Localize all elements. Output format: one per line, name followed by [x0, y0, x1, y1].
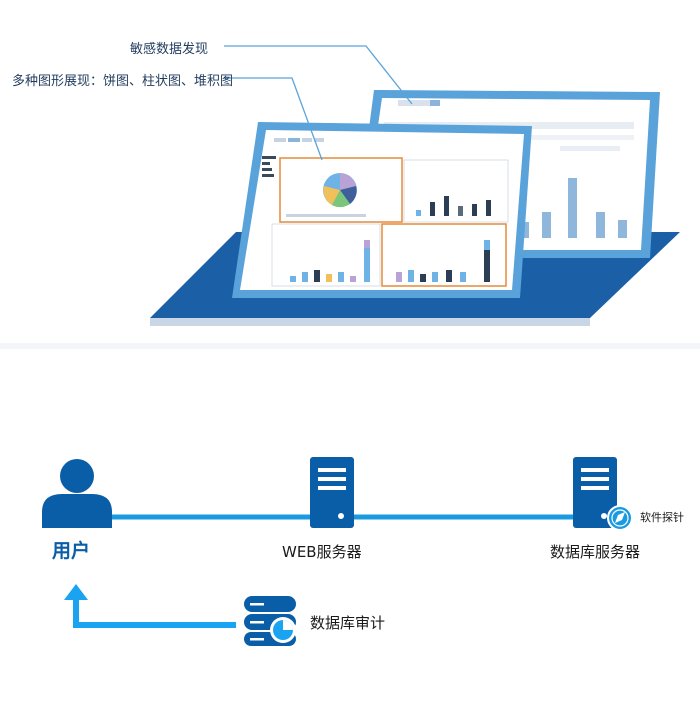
stacked-chart-mini-1	[290, 240, 370, 282]
user-label: 用户	[52, 540, 91, 562]
callout-line-sensitive	[224, 45, 413, 105]
base-platform-edge	[150, 318, 590, 326]
audit-arrow-head	[64, 584, 88, 600]
architecture-diagram-svg	[42, 457, 633, 646]
db-server-icon	[573, 457, 617, 528]
web-server-icon	[310, 457, 354, 528]
audit-label: 数据库审计	[310, 614, 386, 632]
dashboard-illustration	[0, 0, 700, 340]
section-divider	[0, 343, 700, 349]
front-monitor	[232, 122, 532, 298]
pie-chart-mini	[286, 173, 366, 217]
callout-charts-label: 多种图形展现：饼图、柱状图、堆积图	[12, 74, 234, 89]
architecture-diagram	[0, 350, 700, 721]
user-icon	[42, 459, 112, 528]
database-audit-icon	[244, 596, 296, 646]
probe-compass-icon	[607, 505, 633, 531]
stacked-chart-mini-2	[396, 240, 490, 282]
bar-chart-mini-1	[416, 196, 491, 216]
db-server-label: 数据库服务器	[550, 543, 641, 561]
web-server-label: WEB服务器	[282, 543, 362, 561]
callout-line-charts	[224, 77, 323, 161]
callout-sensitive-label: 敏感数据发现	[130, 42, 209, 57]
dashboard-illustration-svg	[150, 45, 680, 326]
probe-label: 软件探针	[640, 511, 684, 524]
audit-arrow-line	[73, 598, 236, 628]
